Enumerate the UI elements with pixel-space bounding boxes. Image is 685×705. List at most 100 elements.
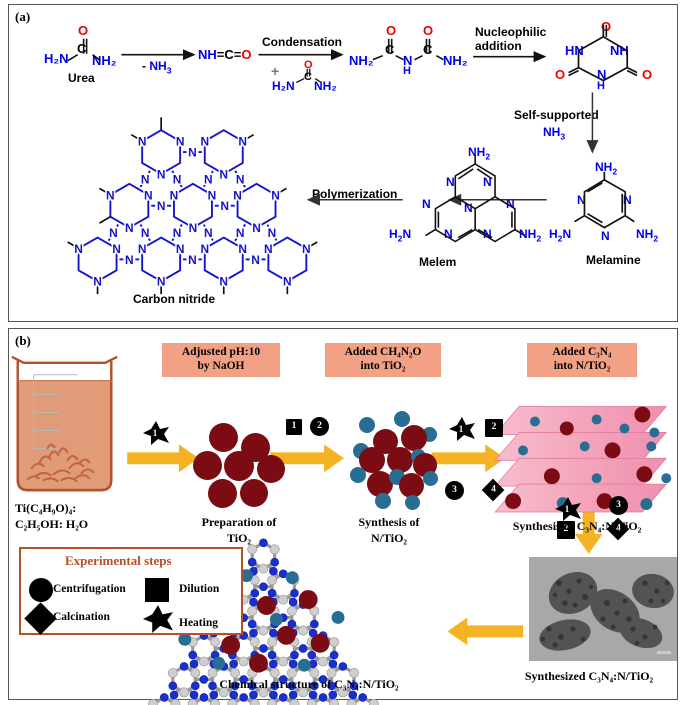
precursor-label: Ti(C₄H₉O)₄: C₂H₅OH: H₂O xyxy=(15,501,130,532)
reagent-urea-oxygen: O xyxy=(304,59,313,71)
arrow1-nh3-label: - NH3 xyxy=(142,59,172,76)
svg-text:N: N xyxy=(176,135,185,149)
legend-box xyxy=(19,547,243,635)
step-badge-dilution-4: 2 xyxy=(557,521,575,539)
svg-text:N: N xyxy=(233,188,242,202)
step-badge-heating-3: 1 xyxy=(449,417,475,446)
svg-text:N: N xyxy=(141,226,150,240)
melem-n-lowright: N xyxy=(483,227,492,241)
cyanuric-oxygen-top: O xyxy=(601,19,612,34)
legend-label-dilution: Dilution xyxy=(179,583,220,595)
biuret-nh2-right: NH₂ xyxy=(443,53,468,68)
callout-ph-line2: by NaOH xyxy=(197,360,245,373)
self-supported-label: Self-supported xyxy=(514,108,599,122)
svg-text:N: N xyxy=(141,172,150,186)
svg-text:N: N xyxy=(251,253,260,267)
melamine-n-right: N xyxy=(623,193,632,207)
biuret-n-center: N xyxy=(403,53,413,68)
stage-label-tio2-line1: Preparation of xyxy=(201,515,277,529)
melem-nh2-right: NH2 xyxy=(519,227,542,244)
cyanuric-h-bottom: H xyxy=(597,80,605,92)
melamine-h2n-left: H2N xyxy=(549,227,572,244)
svg-text:N: N xyxy=(125,221,134,235)
legend-circle-icon xyxy=(29,578,53,602)
callout-ph: Adjusted pH:10 by NaOH xyxy=(162,343,280,377)
callout-urea-line2: into TiO₂ xyxy=(360,360,406,373)
melem-nh2-top: NH2 xyxy=(468,145,491,162)
panel-a-label: (a) xyxy=(15,9,31,24)
tem-image xyxy=(529,557,677,661)
cyanuric-oxygen-right: O xyxy=(642,67,653,82)
urea-h2n-label: H₂N xyxy=(44,51,69,66)
svg-text:N: N xyxy=(138,242,147,256)
callout-c3n4-line2: into N/TiO₂ xyxy=(553,360,611,373)
svg-text:N: N xyxy=(302,242,311,256)
svg-text:N: N xyxy=(125,253,134,267)
biuret-nh2-left: NH₂ xyxy=(349,53,374,68)
melamine-nh2-right: NH2 xyxy=(636,227,659,244)
svg-text:N: N xyxy=(236,226,245,240)
legend-label-calcination: Calcination xyxy=(53,611,110,623)
cyanuric-nh-right: NH xyxy=(610,43,629,58)
svg-text:N: N xyxy=(188,253,197,267)
svg-text:N: N xyxy=(176,242,185,256)
cyanuric-oxygen-left: O xyxy=(555,67,566,82)
step-badge-heating-4: 1 xyxy=(555,497,581,526)
stage-label-tio2-line2: TiO₂ xyxy=(226,530,252,545)
isocyanic-acid-formula: NH=C=O xyxy=(198,47,252,62)
svg-text:N: N xyxy=(238,135,247,149)
beaker-icon xyxy=(11,355,118,492)
star-icon-heating-4: 1 xyxy=(555,497,581,521)
melem-n-lowleft: N xyxy=(444,227,453,241)
svg-text:N: N xyxy=(268,226,277,240)
callout-urea-line1: Added CH₄N₂O xyxy=(344,346,422,358)
process-arrow-3 xyxy=(431,444,506,473)
nucleophilic-label-line2: addition xyxy=(475,39,522,53)
svg-text:N: N xyxy=(74,242,83,256)
biuret-carbon-left: C xyxy=(385,42,395,57)
svg-text:N: N xyxy=(200,242,209,256)
svg-text:N: N xyxy=(219,167,228,181)
nanosheet-particles xyxy=(505,406,672,511)
panel-b: (b) xyxy=(8,328,678,705)
step-badge-centrifugation-2: 2 xyxy=(310,417,329,436)
svg-text:N: N xyxy=(106,188,115,202)
svg-text:1: 1 xyxy=(565,504,570,514)
melem-n-left: N xyxy=(422,197,431,211)
melamine-nh2-top: NH2 xyxy=(595,160,618,177)
callout-c3n4-line1: Added C₃N₄ xyxy=(552,346,612,358)
precursor-label-line1: Ti(C₄H₉O)₄: xyxy=(15,501,77,515)
svg-text:N: N xyxy=(112,242,121,256)
svg-text:1: 1 xyxy=(459,424,464,434)
svg-text:N: N xyxy=(208,188,217,202)
stage-label-ntio2-line2: N/TiO₂ xyxy=(370,530,408,545)
melem-n-upleft: N xyxy=(446,175,455,189)
polymerization-label: Polymerization xyxy=(312,187,398,201)
step-badge-dilution-1: 1 xyxy=(286,419,302,435)
svg-text:N: N xyxy=(170,188,179,202)
stage-label-tem: Synthesized C₃N₄:N/TiO₂ xyxy=(524,669,654,683)
svg-text:N: N xyxy=(200,135,209,149)
stage-label-tio2: Preparation of TiO₂ xyxy=(171,515,307,546)
svg-text:N: N xyxy=(173,172,182,186)
legend-square-icon xyxy=(145,578,169,602)
condensation-label: Condensation xyxy=(262,35,342,49)
svg-text:N: N xyxy=(109,226,118,240)
reagent-urea-nh2: NH₂ xyxy=(314,79,337,93)
svg-text:N: N xyxy=(138,135,147,149)
legend-star-icon xyxy=(143,605,173,633)
melem-name-label: Melem xyxy=(419,255,457,269)
callout-c3n4: Added C₃N₄ into N/TiO₂ xyxy=(527,343,637,377)
legend-label-centrifugation: Centrifugation xyxy=(53,583,126,595)
legend-label-heating: Heating xyxy=(179,617,218,629)
melem-n-right: N xyxy=(506,197,515,211)
melamine-n-bottom: N xyxy=(601,229,610,243)
carbon-nitride-name-label: Carbon nitride xyxy=(133,292,216,306)
nucleophilic-label-line1: Nucleophilic xyxy=(475,25,547,39)
precursor-label-line2: C₂H₅OH: H₂O xyxy=(15,516,89,531)
svg-text:N: N xyxy=(204,226,213,240)
step-group-1: 1 xyxy=(143,421,169,450)
legend-title: Experimental steps xyxy=(65,553,172,568)
svg-text:N: N xyxy=(157,275,166,289)
